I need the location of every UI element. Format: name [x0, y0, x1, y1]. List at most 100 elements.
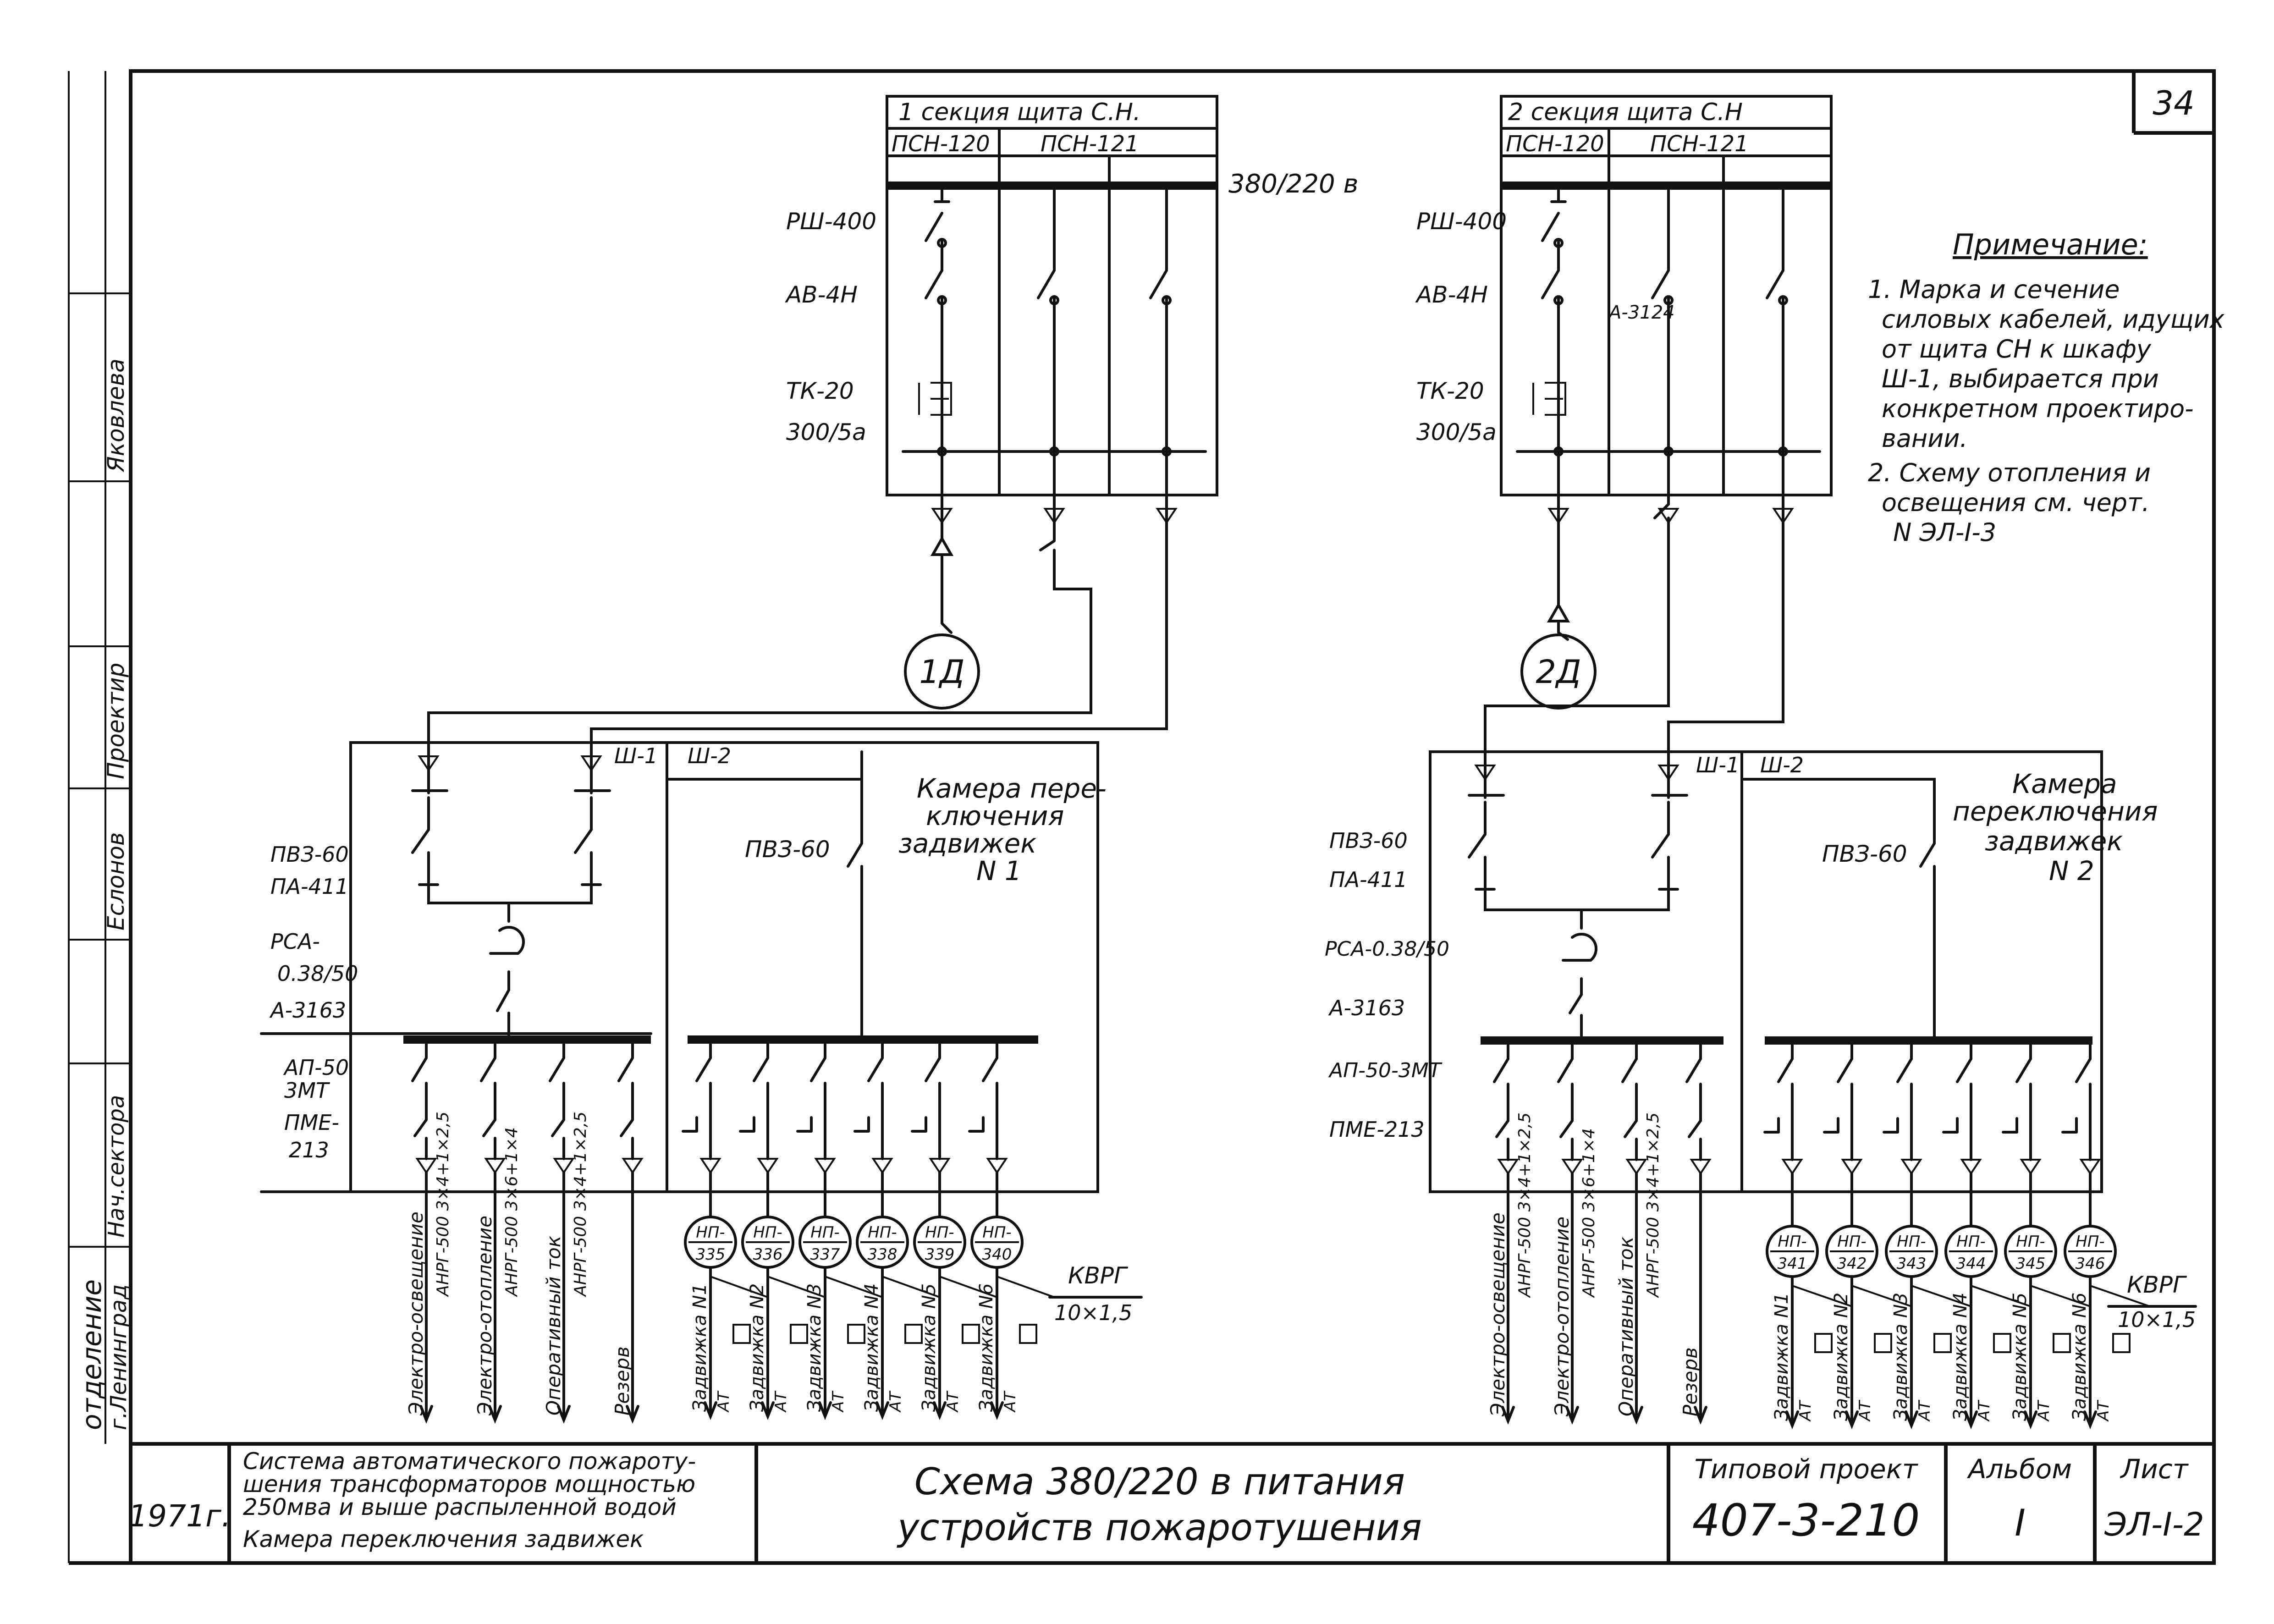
- left-valve-at: АТ: [829, 1391, 848, 1413]
- right-valve-name: Задвижка N5: [2010, 1293, 2031, 1421]
- sheet-frame: [68, 69, 2216, 1565]
- left-output-cable: АНРГ-500 3×4+1×2,5: [434, 1112, 452, 1297]
- right-valve-motor-label: НП-: [1778, 1233, 1806, 1251]
- left-limit-switch-box: [847, 1324, 865, 1344]
- right-valve-name: Задвижка N2: [1831, 1293, 1852, 1421]
- sheet-number: 34: [2153, 84, 2195, 122]
- stamp-label-yakovleva: Яковлева: [103, 358, 129, 473]
- right-valve-motor-number: 346: [2076, 1255, 2105, 1273]
- left-valve-motor-label: НП-: [753, 1223, 782, 1242]
- left-label-ratio: 300/5а: [786, 419, 866, 446]
- note-title: Примечание:: [1953, 228, 2148, 261]
- right-valve-motor-number: 341: [1778, 1255, 1807, 1273]
- left-valve-name: Задвижка N1: [689, 1283, 710, 1412]
- left-limit-switch-box: [904, 1324, 923, 1344]
- right-output-name: Резерв: [1679, 1347, 1701, 1416]
- left-valve-motor-label: НП-: [696, 1223, 725, 1242]
- note-line-3: от щита СН к шкафу: [1882, 335, 2152, 363]
- stamp-strip: Яковлева Еслонов Проектир Нач.сектора от…: [69, 71, 132, 1444]
- left-valve-motor-number: 335: [696, 1245, 726, 1264]
- right-output-feeder: Резерв: [1679, 1039, 1712, 1425]
- right-valve-at: АТ: [1796, 1400, 1815, 1422]
- right-panel-120: ПСН-120: [1506, 131, 1604, 157]
- drawing-title-2: устройств пожаротушения: [897, 1506, 1422, 1549]
- left-valve-name: Задвижка N5: [919, 1283, 940, 1412]
- left-output-name: Резерв: [611, 1346, 633, 1415]
- stamp-label-proektir: Проектир: [103, 663, 129, 779]
- left-valve-motor-number: 338: [868, 1245, 897, 1264]
- right-motor: 2Д: [1536, 653, 1581, 691]
- note-line-4: Ш-1, выбирается при: [1882, 364, 2159, 393]
- stamp-label-nach-sektora: Нач.сектора: [104, 1095, 129, 1238]
- left-cab1: Ш-1: [614, 743, 658, 768]
- left-chamber-3: задвижек: [898, 828, 1036, 859]
- right-limit-switch-box: [1874, 1333, 1892, 1353]
- left-cab2: Ш-2: [688, 743, 731, 768]
- left-limit-switch-box: [732, 1324, 751, 1344]
- right-valve-at: АТ: [1856, 1400, 1874, 1422]
- right-valve-motor-label: НП-: [2076, 1233, 2104, 1251]
- right-limit-switch-box: [1933, 1333, 1952, 1353]
- title-desc-1: Система автоматического пожароту-: [243, 1448, 696, 1475]
- left-limit-switch-box: [790, 1324, 808, 1344]
- left-panel-121: ПСН-121: [1041, 131, 1139, 157]
- right-valve-at: АТ: [2094, 1400, 2113, 1422]
- drawing-title-1: Схема 380/220 в питания: [914, 1460, 1405, 1503]
- right-limit-switch-box: [2053, 1333, 2071, 1353]
- left-dev-ap50: АП-50: [283, 1055, 349, 1080]
- left-chamber-2: ключения: [926, 800, 1064, 831]
- left-label-av: АВ-4Н: [785, 281, 858, 308]
- right-panel-121: ПСН-121: [1650, 131, 1749, 157]
- left-dev-rsa1: РСА-: [270, 929, 320, 954]
- left-valve-name: Задвижка N4: [861, 1283, 882, 1412]
- left-valve-motor-label: НП-: [868, 1223, 897, 1242]
- right-cab2: Ш-2: [1760, 753, 1804, 777]
- right-output-cable: АНРГ-500 3×6+1×4: [1580, 1128, 1598, 1298]
- right-valve-name: Задвижка N1: [1771, 1293, 1792, 1421]
- album-label: Альбом: [1966, 1453, 2072, 1485]
- left-chamber-1: Камера пере-: [917, 773, 1107, 804]
- left-limit-switch-box: [962, 1324, 980, 1344]
- left-motor: 1Д: [919, 653, 964, 691]
- sheet-value: ЭЛ-I-2: [2104, 1506, 2204, 1543]
- right-valve-motor-label: НП-: [1837, 1233, 1866, 1251]
- right-valve-motor-label: НП-: [1897, 1233, 1926, 1251]
- right-pvz-chamber: ПВЗ-60: [1822, 841, 1907, 867]
- note-block: Примечание: 1. Марка и сечение силовых к…: [1868, 228, 2225, 547]
- right-chamber-4: N 2: [2049, 855, 2094, 886]
- right-limit-switch-box: [1993, 1333, 2011, 1353]
- right-valve-name: Задвижка N6: [2069, 1293, 2090, 1421]
- right-label-a3124: А-3124: [1608, 302, 1675, 323]
- right-limit-switch-box: [2112, 1333, 2131, 1353]
- title-desc-3: 250мва и выше распыленной водой: [243, 1494, 677, 1520]
- right-output-cable: АНРГ-500 3×4+1×2,5: [1644, 1112, 1663, 1298]
- left-valve-name: Задвижка N6: [976, 1283, 997, 1412]
- left-section: 1 секция щита С.Н. ПСН-120 ПСН-121 380/2…: [260, 95, 1358, 1193]
- left-valve-at: АТ: [1001, 1391, 1019, 1413]
- right-output-name: Электро-освещение: [1487, 1212, 1509, 1417]
- note-line-2: силовых кабелей, идущих: [1882, 305, 2225, 334]
- right-valve-motor-number: 342: [1837, 1255, 1867, 1273]
- right-label-ratio: 300/5а: [1416, 419, 1497, 446]
- left-limit-switch-box: [1019, 1324, 1037, 1344]
- right-valve-name: Задвижка N4: [1950, 1293, 1971, 1421]
- right-label-rsh: РШ-400: [1416, 208, 1507, 235]
- right-dev-ap50: АП-50-3МТ: [1328, 1059, 1443, 1082]
- right-valve-at: АТ: [1975, 1400, 1993, 1422]
- left-valve-motor-label: НП-: [925, 1223, 954, 1242]
- right-dev-rsa: РСА-0.38/50: [1325, 937, 1449, 961]
- right-label-tk: ТК-20: [1416, 378, 1484, 404]
- note-line-9: N ЭЛ-I-3: [1893, 518, 1996, 547]
